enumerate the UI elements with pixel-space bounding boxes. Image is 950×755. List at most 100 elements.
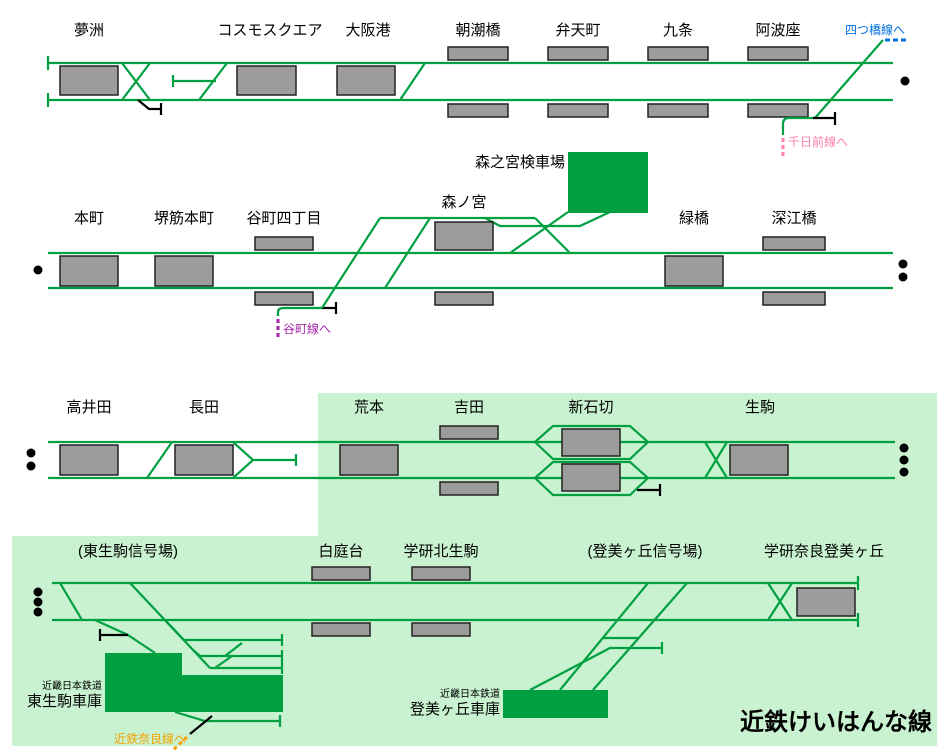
row4-keihanna-east: (東生駒信号場) 白庭台 学研北生駒 (登美ヶ丘信号場) 学研奈良登美ヶ丘 近畿… bbox=[27, 543, 932, 753]
morinomiya-siding-to-main bbox=[534, 217, 571, 254]
row3-continuation-dot-east3 bbox=[899, 467, 909, 477]
station-label-midoribashi: 緑橋 bbox=[679, 210, 709, 227]
platform-yoshita-up bbox=[439, 425, 499, 440]
connection-label-kintetsu-nara: 近鉄奈良線へ bbox=[114, 731, 186, 746]
tomigaoka-depot-lead2 bbox=[592, 582, 688, 691]
row3-continuation-dot-west2 bbox=[26, 461, 36, 471]
station-label-tanimachi4: 谷町四丁目 bbox=[246, 210, 321, 227]
row3-continuation-dot-east1 bbox=[899, 443, 909, 453]
station-label-gakken-kita-ikoma: 学研北生駒 bbox=[403, 543, 478, 560]
platform-yoshita-down bbox=[439, 481, 499, 496]
platform-bentencho-down bbox=[547, 103, 609, 118]
facility-label-higashi-ikoma-depot: 東生駒車庫 bbox=[27, 693, 102, 710]
platform-ikoma bbox=[729, 444, 789, 476]
depot-fan-crossing1 bbox=[214, 655, 233, 669]
platform-gakken-nara-tomigaoka bbox=[796, 587, 856, 617]
platform-sakaisuji-hommachi bbox=[154, 255, 214, 287]
station-label-morinomiya: 森ノ宮 bbox=[441, 194, 486, 211]
tomigaoka-depot-building bbox=[503, 690, 608, 718]
yotsubashi-connection-track bbox=[814, 39, 884, 119]
row1-black-stub-track bbox=[137, 99, 163, 115]
depot-stub-c bbox=[210, 662, 284, 674]
keihanna-line-region bbox=[12, 393, 937, 746]
connection-label-tanimachi: 谷町線へ bbox=[283, 321, 331, 336]
row3-continuation-dot-east2 bbox=[899, 455, 909, 465]
row4-continuation-dot-west3 bbox=[33, 607, 43, 617]
tomigaoka-depot-lead3 bbox=[529, 642, 664, 691]
line-title: 近鉄けいはんな線 bbox=[740, 708, 932, 736]
depot-fan-crossing2 bbox=[224, 642, 243, 657]
platform-yumeshima bbox=[59, 65, 119, 96]
platform-awaza-down bbox=[747, 103, 809, 118]
station-label-kujo: 九条 bbox=[663, 22, 693, 39]
higashi-ikoma-depot-building-2 bbox=[158, 675, 283, 712]
station-label-sakaisuji-hommachi: 堺筋本町 bbox=[154, 210, 214, 227]
station-label-asashiobashi: 朝潮橋 bbox=[455, 22, 500, 39]
platform-morinomiya-upper bbox=[434, 221, 494, 251]
station-label-hommachi: 本町 bbox=[74, 210, 104, 227]
platform-asashiobashi-down bbox=[447, 103, 509, 118]
platform-hommachi bbox=[59, 255, 119, 287]
platform-tanimachi4-down bbox=[254, 291, 314, 306]
row3-crossover-takaida bbox=[146, 441, 173, 479]
row2-continuation-dot-east2 bbox=[898, 272, 908, 282]
platform-shiraniwadai-up bbox=[311, 566, 371, 581]
station-label-awaza: 阿波座 bbox=[755, 22, 800, 39]
morinomiya-lead-west2 bbox=[384, 217, 431, 289]
platform-tanimachi4-up bbox=[254, 236, 314, 251]
ikoma-scissors-crossover bbox=[704, 441, 728, 479]
row2-chuo-line-central: 本町 堺筋本町 谷町四丁目 森ノ宮 森之宮検車場 緑橋 深江橋 谷町線へ bbox=[33, 152, 908, 337]
company-label-higashi-ikoma: 近畿日本鉄道 bbox=[42, 679, 102, 692]
tanimachi-connection-track bbox=[276, 306, 322, 316]
station-label-ikoma: 生駒 bbox=[745, 399, 775, 416]
platform-osakako bbox=[336, 65, 396, 96]
shin-ishikiri-upper-loop bbox=[534, 424, 649, 461]
platform-midoribashi bbox=[664, 255, 724, 287]
row1-scissors-crossover bbox=[121, 62, 151, 101]
station-label-gakken-nara-tomigaoka: 学研奈良登美ヶ丘 bbox=[764, 543, 884, 560]
sennichimae-connection-track bbox=[781, 116, 815, 135]
platform-gakken-kita-ikoma-up bbox=[411, 566, 471, 581]
row2-black-stub bbox=[322, 302, 338, 314]
row2-continuation-dot-east1 bbox=[898, 259, 908, 269]
platform-nagata bbox=[174, 444, 234, 476]
platform-cosmosquare bbox=[236, 65, 297, 96]
company-label-tomigaoka: 近畿日本鉄道 bbox=[440, 687, 500, 700]
row4-continuation-dot-west1 bbox=[33, 587, 43, 597]
station-label-cosmosquare: コスモスクエア bbox=[217, 22, 322, 39]
signal-label-tomigaoka: (登美ヶ丘信号場) bbox=[588, 543, 703, 560]
station-label-yumeshima: 夢洲 bbox=[74, 22, 104, 39]
kintetsu-nara-crossing-track bbox=[189, 715, 213, 735]
row3-takaida-ikoma: 高井田 長田 荒本 吉田 新石切 生駒 bbox=[26, 399, 909, 497]
shin-ishikiri-black-stub bbox=[637, 484, 662, 496]
row1-black-stub-east bbox=[813, 112, 837, 125]
platform-asashiobashi-up bbox=[447, 46, 509, 61]
nagata-center-stub bbox=[232, 441, 298, 479]
connection-label-yotsubashi: 四つ橋線へ bbox=[845, 22, 905, 37]
morinomiya-lead-west bbox=[321, 217, 381, 309]
platform-kujo-up bbox=[647, 46, 709, 61]
station-label-yoshita: 吉田 bbox=[454, 399, 484, 416]
facility-label-morinomiya-depot: 森之宮検車場 bbox=[475, 154, 565, 171]
row3-continuation-dot-west1 bbox=[26, 448, 36, 458]
station-label-bentencho: 弁天町 bbox=[555, 22, 600, 39]
platform-shin-ishikiri-upper bbox=[561, 428, 621, 457]
station-label-osakako: 大阪港 bbox=[345, 22, 390, 39]
kintetsu-nara-offmap-dashes bbox=[170, 735, 189, 753]
row1-chuo-line-west: 夢洲 コスモスクエア 大阪港 朝潮橋 弁天町 九条 阿波座 四つ橋線へ 千日前線… bbox=[46, 22, 910, 156]
terminal-scissors-crossover bbox=[767, 582, 793, 621]
morinomiya-depot-lead1 bbox=[509, 211, 569, 254]
higashi-ikoma-black-stub bbox=[98, 629, 128, 641]
connection-label-sennichimae: 千日前線へ bbox=[788, 134, 848, 149]
platform-bentencho-up bbox=[547, 46, 609, 61]
platform-fukaebashi-up bbox=[762, 236, 826, 251]
facility-label-tomigaoka-depot: 登美ヶ丘車庫 bbox=[410, 701, 500, 718]
platform-aramoto bbox=[339, 444, 399, 476]
station-label-nagata: 長田 bbox=[189, 399, 219, 416]
platform-morinomiya-lower bbox=[434, 291, 494, 306]
depot-stub-b bbox=[192, 649, 284, 662]
depot-stub-a bbox=[165, 620, 284, 646]
row1-continuation-dot bbox=[900, 76, 910, 86]
